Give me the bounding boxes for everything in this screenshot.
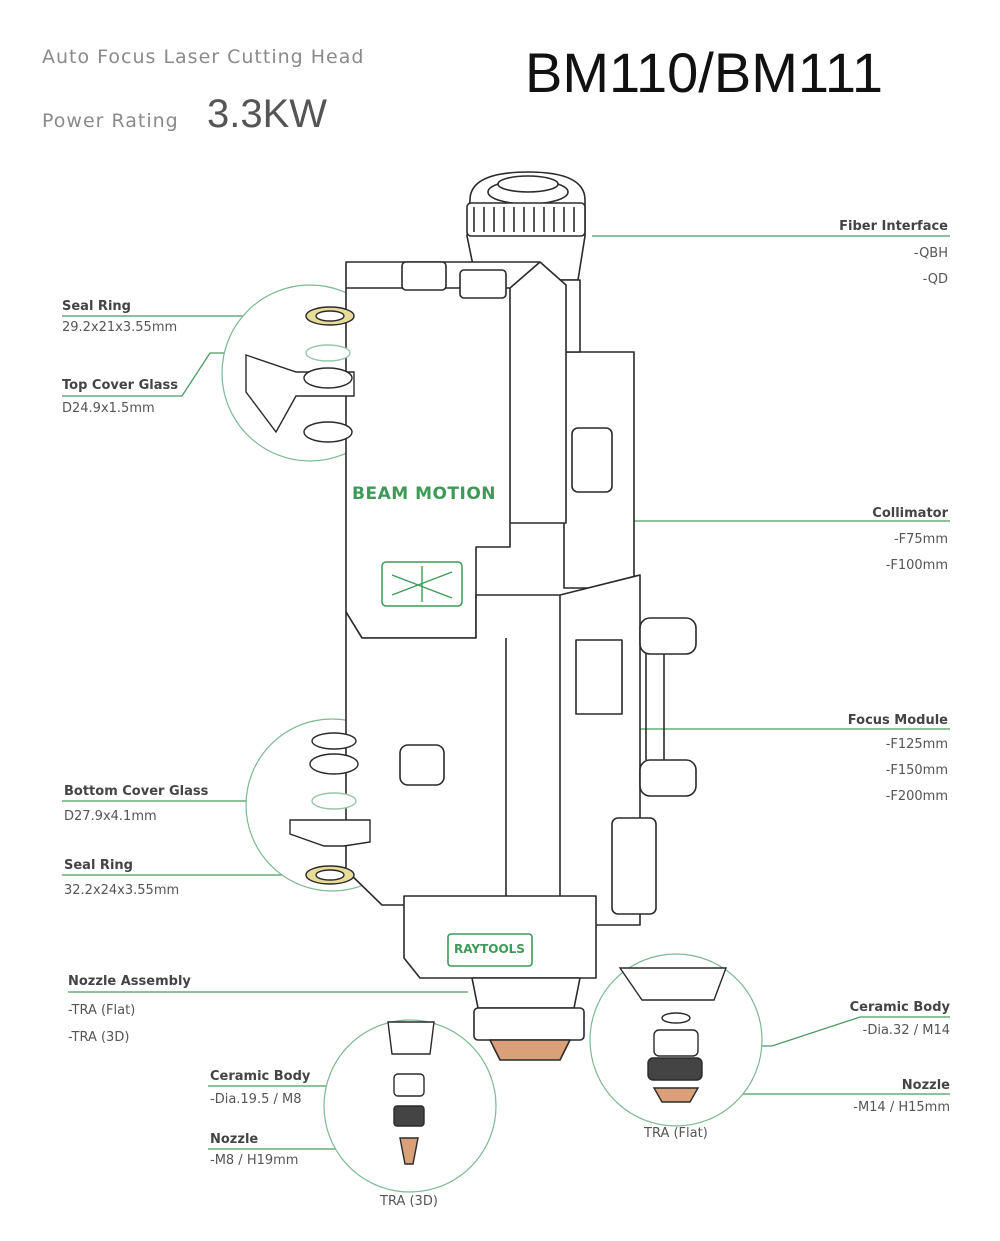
focus-module-value-2: -F150mm: [885, 763, 948, 778]
seal-ring-top-label: Seal Ring: [62, 299, 131, 314]
nozzle-flat-value: -M14 / H15mm: [853, 1100, 950, 1115]
raytools-badge: [447, 933, 533, 967]
lower-fitting: [611, 817, 657, 915]
ceramic-body-flat-part: [653, 1029, 699, 1057]
ring-3d-part: [393, 1105, 425, 1127]
power-rating-value: 3.3KW: [207, 92, 328, 136]
ceramic-body-flat-label: Ceramic Body: [849, 1000, 950, 1015]
beam-motion-emblem-mark: [391, 566, 453, 602]
nozzle-3d-part: [399, 1137, 419, 1165]
beam-motion-emblem: [381, 561, 463, 607]
collimator-fitting: [571, 427, 613, 493]
nozzle-assembly-value-1: -TRA (Flat): [68, 1003, 136, 1018]
collimator-value-2: -F100mm: [885, 558, 948, 573]
nozzle-flat-part: [652, 1087, 700, 1103]
ceramic-body-3d-label: Ceramic Body: [210, 1069, 311, 1084]
seal-ring-bottom-label: Seal Ring: [64, 858, 133, 873]
beam-motion-logo: BEAM MOTION: [352, 484, 497, 504]
upper-module: [345, 261, 567, 639]
model-title: BM110/BM111: [525, 41, 883, 104]
tra-3d-housing-part: [387, 1021, 435, 1055]
raytools-logo: RAYTOOLS: [454, 942, 525, 956]
side-slot: [399, 744, 445, 786]
ceramic-body-flat-value: -Dia.32 / M14: [862, 1023, 950, 1038]
collimator-label: Collimator: [872, 506, 948, 521]
ceramic-body-3d-part: [393, 1073, 425, 1097]
nozzle-knurl-ring: [473, 1007, 585, 1041]
fiber-interface-value-2: -QD: [922, 272, 948, 287]
ring-flat-part: [647, 1057, 703, 1081]
seal-ring-top-value: 29.2x21x3.55mm: [62, 320, 178, 335]
top-fitting-left: [401, 261, 447, 291]
subtitle: Auto Focus Laser Cutting Head: [42, 46, 365, 68]
tra-flat-housing-part: [618, 967, 728, 1001]
nozzle-flat-label: Nozzle: [901, 1078, 950, 1093]
fiber-connector-top: [497, 175, 559, 193]
fiber-interface-value-1: -QBH: [913, 246, 948, 261]
nozzle-neck: [471, 977, 581, 1009]
right-fitting-upper: [639, 617, 697, 655]
bottom-ring-2-part: [309, 753, 359, 775]
seal-ring-bottom-value: 32.2x24x3.55mm: [64, 883, 180, 898]
nozzle-assembly-label: Nozzle Assembly: [68, 974, 191, 989]
tra-3d-caption: TRA (3D): [380, 1194, 438, 1209]
nozzle-assembly-value-2: -TRA (3D): [68, 1030, 130, 1045]
bottom-cover-glass-part: [311, 792, 357, 810]
bottom-cover-glass-label: Bottom Cover Glass: [64, 784, 209, 799]
nozzle-tip: [489, 1039, 571, 1061]
right-fitting-lower: [639, 759, 697, 797]
power-rating-label: Power Rating: [42, 110, 179, 132]
nozzle-3d-value: -M8 / H19mm: [210, 1153, 299, 1168]
top-fitting-right: [459, 269, 507, 299]
ceramic-body-3d-value: -Dia.19.5 / M8: [210, 1092, 302, 1107]
bottom-glass-holder-part: [289, 819, 371, 847]
focus-module-value-1: -F125mm: [885, 737, 948, 752]
nozzle-3d-label: Nozzle: [210, 1132, 259, 1147]
bottom-ring-1-part: [311, 732, 357, 750]
focus-module-value-3: -F200mm: [885, 789, 948, 804]
top-cover-glass-value: D24.9x1.5mm: [62, 401, 155, 416]
nameplate: [575, 639, 623, 715]
seal-ring-top-lower-part: [303, 421, 353, 443]
tra-flat-caption: TRA (Flat): [644, 1126, 708, 1141]
fiber-interface-label: Fiber Interface: [839, 219, 948, 234]
collimator-value-1: -F75mm: [893, 532, 948, 547]
top-cover-glass-part: [305, 344, 351, 362]
fiber-connector-knurl: [466, 202, 586, 237]
focus-module-label: Focus Module: [847, 713, 948, 728]
top-cover-glass-label: Top Cover Glass: [62, 378, 178, 393]
bottom-cover-glass-value: D27.9x4.1mm: [64, 809, 157, 824]
